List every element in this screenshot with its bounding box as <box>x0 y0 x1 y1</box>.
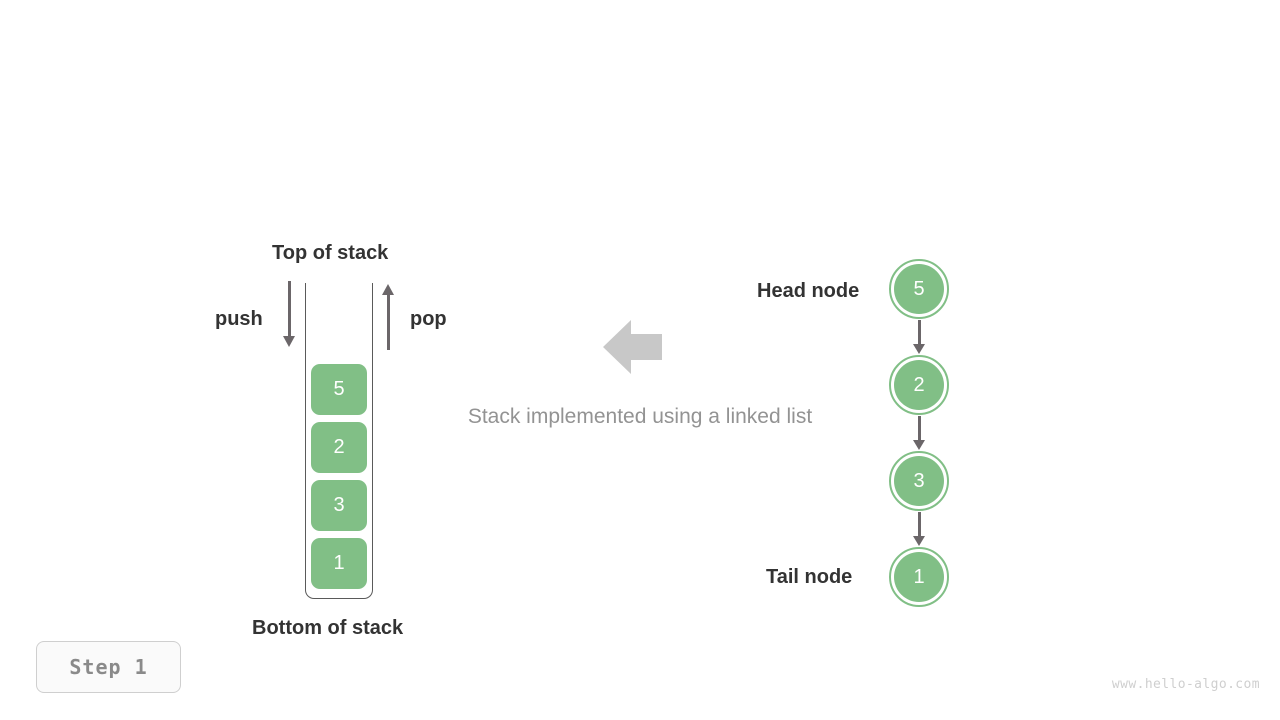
stack-cell: 5 <box>311 364 367 415</box>
link-arrow-shaft <box>917 320 921 345</box>
linked-list-node-value: 5 <box>894 264 944 314</box>
link-arrow-head-icon <box>912 440 925 450</box>
linked-list-node: 3 <box>889 451 949 511</box>
top-of-stack-label: Top of stack <box>272 242 389 264</box>
stack-cell: 3 <box>311 480 367 531</box>
diagram-caption: Stack implemented using a linked list <box>467 405 813 428</box>
linked-list-node: 1 <box>889 547 949 607</box>
push-label: push <box>215 308 263 330</box>
arrow-left-icon <box>603 320 662 374</box>
link-arrow-shaft <box>917 416 921 441</box>
pop-arrow-shaft <box>387 294 390 350</box>
push-arrow-head-icon <box>283 336 295 347</box>
step-badge: Step 1 <box>36 641 181 693</box>
linked-list-node: 2 <box>889 355 949 415</box>
link-arrow-shaft <box>917 512 921 537</box>
bottom-of-stack-label: Bottom of stack <box>252 617 404 639</box>
stack-cell: 1 <box>311 538 367 589</box>
linked-list-node-value: 2 <box>894 360 944 410</box>
linked-list-node-value: 1 <box>894 552 944 602</box>
push-arrow-shaft <box>288 281 291 338</box>
pop-arrow-head-icon <box>382 284 394 295</box>
watermark: www.hello-algo.com <box>1111 677 1260 692</box>
link-arrow-head-icon <box>912 536 925 546</box>
head-node-label: Head node <box>757 280 860 302</box>
link-arrow-head-icon <box>912 344 925 354</box>
pop-label: pop <box>410 308 447 330</box>
stack-cell: 2 <box>311 422 367 473</box>
tail-node-label: Tail node <box>766 566 853 588</box>
linked-list-node: 5 <box>889 259 949 319</box>
linked-list-node-value: 3 <box>894 456 944 506</box>
